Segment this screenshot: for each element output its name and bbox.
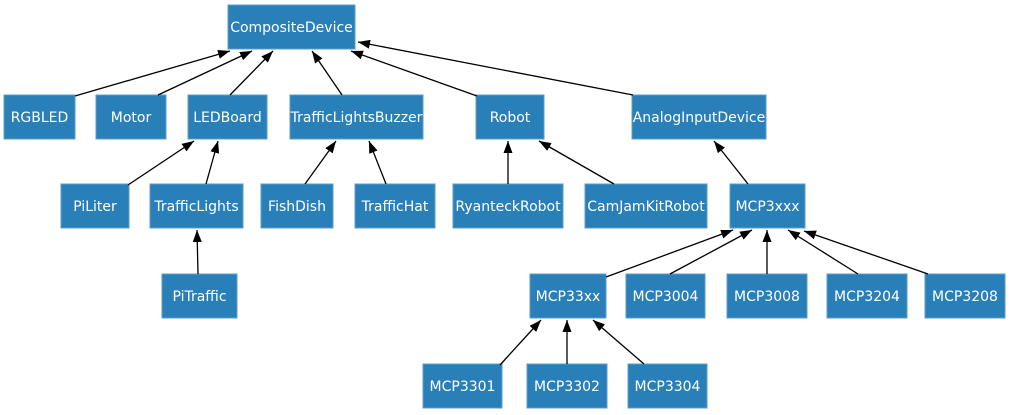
node-label: CamJamKitRobot <box>587 199 705 215</box>
node-mcp33xx[interactable]: MCP33xx <box>529 273 607 319</box>
node-label: Motor <box>111 110 152 126</box>
edge-traffichat-to-trafficlightsbuzzer <box>368 140 387 185</box>
edge-mcp3xxx-to-analoginputdevice <box>713 140 749 185</box>
node-label: TrafficLightsBuzzer <box>290 110 423 126</box>
node-ryanteckrobot[interactable]: RyanteckRobot <box>452 183 564 229</box>
edge-pitraffic-to-trafficlights <box>192 229 202 275</box>
node-label: MCP3004 <box>633 289 699 305</box>
node-robot[interactable]: Robot <box>475 94 545 140</box>
node-box[interactable] <box>584 183 708 229</box>
node-box[interactable] <box>161 273 238 319</box>
node-label: PiTraffic <box>172 289 226 305</box>
node-label: RyanteckRobot <box>455 199 561 215</box>
edge-ledboard-to-compositedevice <box>229 50 274 96</box>
node-box[interactable] <box>3 94 76 140</box>
node-label: MCP3302 <box>534 379 600 395</box>
node-mcp3304[interactable]: MCP3304 <box>627 363 708 409</box>
node-fishdish[interactable]: FishDish <box>260 183 334 229</box>
node-motor[interactable]: Motor <box>95 94 167 140</box>
edge-trafficlights-to-ledboard <box>205 140 220 185</box>
node-box[interactable] <box>149 183 244 229</box>
node-compositedevice[interactable]: CompositeDevice <box>227 4 356 50</box>
node-label: RGBLED <box>11 110 69 126</box>
node-box[interactable] <box>625 273 706 319</box>
edge-mcp3004-to-mcp3xxx <box>669 229 753 275</box>
node-box[interactable] <box>529 273 607 319</box>
node-label: MCP33xx <box>536 289 601 305</box>
edge-mcp3204-to-mcp3xxx <box>787 229 859 275</box>
node-analoginputdevice[interactable]: AnalogInputDevice <box>631 94 767 140</box>
edge-mcp3301-to-mcp33xx <box>499 319 542 366</box>
edge-rgbled-to-compositedevice <box>74 50 231 97</box>
node-label: MCP3008 <box>734 289 800 305</box>
node-label: Robot <box>490 110 531 126</box>
edge-trafficlightsbuzzer-to-compositedevice <box>311 50 343 96</box>
node-ledboard[interactable]: LEDBoard <box>187 94 268 140</box>
node-box[interactable] <box>726 273 808 319</box>
node-label: TrafficLights <box>153 199 238 215</box>
node-label: MCP3xxx <box>735 199 799 215</box>
edge-piliter-to-ledboard <box>127 140 195 186</box>
node-mcp3008[interactable]: MCP3008 <box>726 273 808 319</box>
node-box[interactable] <box>354 183 436 229</box>
edge-analoginputdevice-to-compositedevice <box>357 39 634 96</box>
node-box[interactable] <box>422 363 503 409</box>
node-mcp3301[interactable]: MCP3301 <box>422 363 503 409</box>
node-label: AnalogInputDevice <box>633 110 766 126</box>
edge-mcp3304-to-mcp33xx <box>592 319 645 365</box>
node-box[interactable] <box>729 183 806 229</box>
node-box[interactable] <box>289 94 424 140</box>
node-mcp3204[interactable]: MCP3204 <box>826 273 908 319</box>
edge-motor-to-compositedevice <box>157 50 253 96</box>
node-box[interactable] <box>924 273 1006 319</box>
node-label: FishDish <box>268 199 326 215</box>
node-box[interactable] <box>260 183 334 229</box>
node-label: LEDBoard <box>193 110 262 126</box>
edge-fishdish-to-trafficlightsbuzzer <box>304 140 337 185</box>
node-box[interactable] <box>631 94 767 140</box>
node-box[interactable] <box>227 4 356 50</box>
node-label: MCP3304 <box>635 379 701 395</box>
node-label: CompositeDevice <box>230 20 353 36</box>
node-box[interactable] <box>187 94 268 140</box>
node-mcp3004[interactable]: MCP3004 <box>625 273 706 319</box>
node-box[interactable] <box>826 273 908 319</box>
node-box[interactable] <box>60 183 130 229</box>
node-box[interactable] <box>627 363 708 409</box>
node-pitraffic[interactable]: PiTraffic <box>161 273 238 319</box>
node-label: TrafficHat <box>361 199 429 215</box>
node-piliter[interactable]: PiLiter <box>60 183 130 229</box>
node-rgbled[interactable]: RGBLED <box>3 94 76 140</box>
node-traffichat[interactable]: TrafficHat <box>354 183 436 229</box>
node-label: MCP3301 <box>430 379 496 395</box>
node-label: MCP3204 <box>834 289 900 305</box>
edge-mcp33xx-to-mcp3xxx <box>605 229 734 278</box>
edge-robot-to-compositedevice <box>350 50 478 97</box>
node-label: MCP3208 <box>932 289 998 305</box>
node-mcp3208[interactable]: MCP3208 <box>924 273 1006 319</box>
node-trafficlightsbuzzer[interactable]: TrafficLightsBuzzer <box>289 94 424 140</box>
edge-camjamkitrobot-to-robot <box>538 140 615 185</box>
node-camjamkitrobot[interactable]: CamJamKitRobot <box>584 183 708 229</box>
node-box[interactable] <box>475 94 545 140</box>
node-label: PiLiter <box>73 199 117 215</box>
edge-mcp3208-to-mcp3xxx <box>803 230 929 275</box>
node-mcp3xxx[interactable]: MCP3xxx <box>729 183 806 229</box>
node-box[interactable] <box>452 183 564 229</box>
node-mcp3302[interactable]: MCP3302 <box>526 363 608 409</box>
node-box[interactable] <box>95 94 167 140</box>
node-trafficlights[interactable]: TrafficLights <box>149 183 244 229</box>
